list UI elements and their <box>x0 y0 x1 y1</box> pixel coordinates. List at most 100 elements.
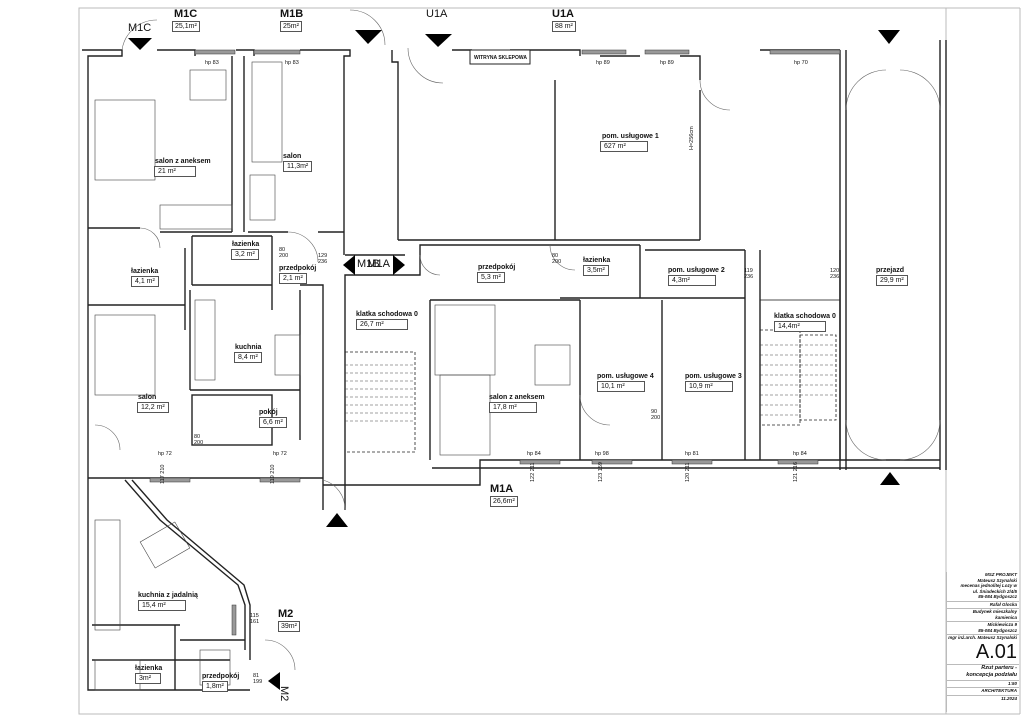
shop-window <box>469 49 531 65</box>
room-name: pokój <box>259 409 278 416</box>
room-area: 29,9 m² <box>876 275 908 286</box>
sill-height: hp 84 <box>793 451 807 457</box>
title-block: MSZ PROJEKT Mateusz Szynalski mecenas je… <box>946 572 1019 712</box>
tb-date: 11.2024 <box>1001 695 1017 701</box>
room-name: pom. usługowe 4 <box>597 373 654 380</box>
tb-branch: ARCHITEKTURA <box>981 688 1017 693</box>
room-area: 3,2 m² <box>231 249 259 260</box>
tb-designer: mgr inż.arch. Mateusz Szynalski <box>948 635 1017 640</box>
room-area: 627 m² <box>600 141 648 152</box>
room-name: łazienka <box>232 241 260 248</box>
sill-height: hp 89 <box>596 60 610 66</box>
unit-area-u1a: 88 m² <box>552 21 576 32</box>
tb-company: MSZ PROJEKT <box>984 572 1017 577</box>
room-name: przedpokój <box>202 673 240 680</box>
room-area: 21 m² <box>154 166 196 177</box>
room-name: przejazd <box>876 267 905 274</box>
entrance-label-m2: M2 <box>278 686 290 702</box>
sill-height: hp 83 <box>205 60 219 66</box>
room-name: łazienka <box>135 665 163 672</box>
room-name: pom. usługowe 3 <box>685 373 742 380</box>
door-swings <box>94 9 941 671</box>
tb-author: Mateusz Szynalski <box>977 577 1017 583</box>
window-dim: 121 216 <box>793 462 799 482</box>
room-area: 6,6 m² <box>259 417 287 428</box>
room-area: 14,4m² <box>774 321 826 332</box>
tb-object-2: kamienica <box>995 614 1017 620</box>
sheet-frame <box>78 7 947 715</box>
entrance-label-u1a: U1A <box>426 8 448 20</box>
tb-drawing-title: Rzut parteru - <box>981 664 1017 671</box>
room-name: kuchnia z jadalnią <box>138 592 198 599</box>
room-name: klatka schodowa 0 <box>774 313 836 320</box>
sill-height: hp 89 <box>660 60 674 66</box>
window-dim: 123 159 <box>598 462 604 482</box>
tb-object: Budynek mieszkalny <box>972 609 1017 614</box>
sill-height: hp 98 <box>595 451 609 457</box>
unit-area-m1a: 26,6m² <box>490 496 518 507</box>
shop-window-label: WITRYNA SKLEPOWA <box>474 55 527 61</box>
unit-area-m1c: 25,1m² <box>172 21 200 32</box>
tb-address-2: 85-084 Bydgoszcz <box>978 627 1017 633</box>
window-dim: 120 211 <box>685 462 691 483</box>
room-area: 4,1 m² <box>131 276 159 287</box>
furniture <box>94 61 571 691</box>
room-name: przedpokój <box>478 264 516 271</box>
room-name: łazienka <box>131 268 159 275</box>
unit-label-u1a: U1A <box>552 8 575 20</box>
room-name: łazienka <box>583 257 611 264</box>
tb-scale: 1:50 <box>1007 680 1017 686</box>
room-name: klatka schodowa 0 <box>356 311 418 318</box>
sill-height: hp 84 <box>527 451 541 457</box>
unit-label-m1b: M1B <box>280 8 304 20</box>
tb-city: 85-084 Bydgoszcz <box>978 594 1017 599</box>
room-name: pom. usługowe 1 <box>602 133 659 140</box>
entrance-label-m1b: M1B <box>357 258 380 270</box>
room-area: 10,9 m² <box>685 381 733 392</box>
room-area: 15,4 m² <box>138 600 186 611</box>
sill-height: hp 72 <box>273 451 287 457</box>
walls <box>82 40 947 691</box>
windows <box>149 49 841 636</box>
height-note: H=256cm <box>689 126 695 150</box>
unit-area-m1b: 25m² <box>280 21 302 32</box>
room-area: 5,3 m² <box>477 272 505 283</box>
room-name: salon <box>283 153 302 160</box>
tb-investor: Rafał Glocka <box>989 601 1017 607</box>
room-area: 11,3m² <box>283 161 313 172</box>
unit-area-m2: 39m² <box>278 621 300 632</box>
sill-height: hp 70 <box>794 60 808 66</box>
room-area: 17,8 m² <box>489 402 537 413</box>
window-dim: 119 210 <box>270 464 276 485</box>
sill-height: hp 81 <box>685 451 699 457</box>
room-area: 4,3m² <box>668 275 716 286</box>
sill-height: hp 72 <box>158 451 172 457</box>
room-name: pom. usługowe 2 <box>668 267 725 274</box>
tb-author-3: ul. Śniadeckich 2/4/5 <box>972 588 1017 594</box>
room-area: 26,7 m² <box>356 319 408 330</box>
room-area: 8,4 m² <box>234 352 262 363</box>
room-name: salon z aneksem <box>155 158 211 165</box>
window-dim: 122 211 <box>530 462 536 483</box>
tb-drawing-title-2: koncepcja podziału <box>966 671 1017 678</box>
room-name: kuchnia <box>235 344 262 351</box>
room-area: 10,1 m² <box>597 381 645 392</box>
entrance-label-m1c: M1C <box>128 22 152 34</box>
unit-label-m1c: M1C <box>174 8 198 20</box>
entrance-markers <box>128 30 900 690</box>
entrance-label-m1a: M1A <box>367 258 390 270</box>
unit-label-m2: M2 <box>278 608 294 620</box>
room-area: 3,5m² <box>583 265 609 276</box>
sill-height: hp 83 <box>285 60 299 66</box>
room-area: 1,8m² <box>202 681 228 692</box>
